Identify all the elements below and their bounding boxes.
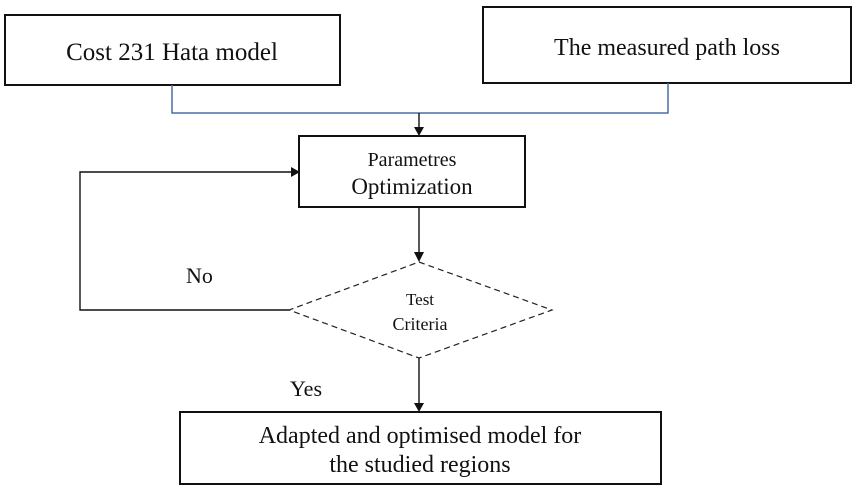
measured-loss-label: The measured path loss — [554, 35, 780, 61]
input-merge-connector — [171, 83, 669, 114]
test-criteria-diamond — [287, 261, 554, 359]
hata-model-label: Cost 231 Hata model — [66, 39, 278, 66]
optimization-to-test-arrowhead — [414, 252, 424, 262]
optimization-label-line-1: Parametres — [368, 149, 457, 171]
test-criteria-label-line-2: Criteria — [393, 314, 448, 334]
optimization-node: Parametres Optimization — [298, 135, 526, 208]
no-feedback-arrowhead — [291, 167, 300, 177]
test-to-result-arrowhead — [414, 403, 424, 412]
result-label-line-1: Adapted and optimised model for — [259, 423, 582, 449]
no-feedback-connector — [79, 171, 292, 311]
measured-loss-node: The measured path loss — [482, 6, 852, 84]
no-edge-label: No — [186, 263, 213, 288]
result-box — [179, 411, 662, 485]
optimization-label-line-2: Optimization — [351, 174, 473, 199]
merge-to-optimization-arrowhead — [414, 127, 424, 136]
result-node: Adapted and optimised model for the stud… — [179, 411, 662, 485]
measured-loss-box — [482, 6, 852, 84]
result-label-line-2: the studied regions — [329, 452, 510, 478]
test-criteria-label-line-1: Test — [406, 290, 434, 309]
hata-model-box — [4, 14, 341, 86]
hata-model-node: Cost 231 Hata model — [4, 14, 341, 86]
yes-edge-label: Yes — [290, 376, 322, 401]
optimization-box — [298, 135, 526, 208]
test-criteria-node: Test Criteria — [287, 261, 554, 359]
